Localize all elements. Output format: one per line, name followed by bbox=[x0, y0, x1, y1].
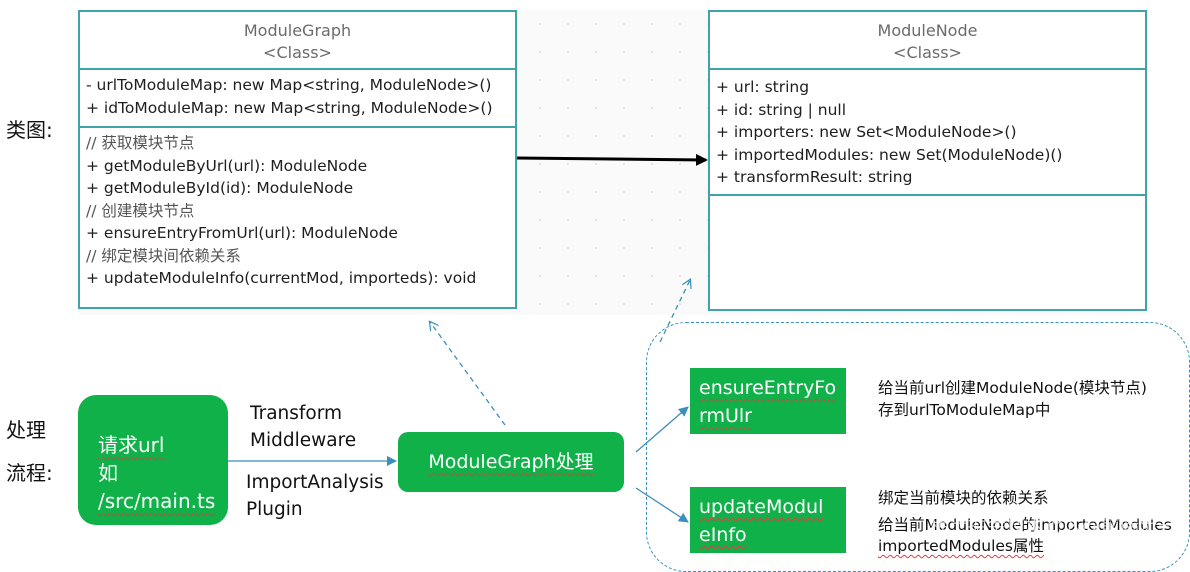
import-analysis-line2: Plugin bbox=[246, 499, 303, 520]
method-row: + ensureEntryFromUrl(url): ModuleNode bbox=[86, 224, 398, 242]
module-graph-header: ModuleGraph <Class> bbox=[80, 12, 515, 70]
comment-row: // 绑定模块间依赖关系 bbox=[86, 246, 241, 265]
module-graph-methods: // 获取模块节点 + getModuleByUrl(url): ModuleN… bbox=[80, 128, 515, 294]
module-node-header: ModuleNode <Class> bbox=[710, 12, 1145, 70]
field-row: + url: string bbox=[716, 78, 810, 96]
connectors bbox=[228, 153, 708, 523]
request-box[interactable]: 请求url 如 /src/main.ts bbox=[78, 395, 228, 525]
ensure-entry-line1: ensureEntryFo bbox=[699, 377, 837, 399]
ensure-entry-line2: rmUlr bbox=[699, 405, 752, 427]
module-node-fields: + url: string + id: string | null + impo… bbox=[710, 70, 1145, 196]
field-row: + id: string | null bbox=[716, 100, 847, 119]
method-row: + updateModuleInfo(currentMod, importeds… bbox=[86, 269, 477, 287]
ensure-entry-box[interactable]: ensureEntryFo rmUlr bbox=[690, 368, 846, 434]
ensure-note-line1: 给当前url创建ModuleNode(模块节点) bbox=[878, 379, 1147, 397]
module-graph-stereotype: <Class> bbox=[263, 43, 332, 62]
field-row: - urlToModuleMap: new Map<string, Module… bbox=[86, 76, 492, 94]
graph-to-update-arrow bbox=[635, 487, 689, 523]
module-graph-process-box[interactable]: ModuleGraph处理 bbox=[398, 432, 624, 492]
method-row: + getModuleByUrl(url): ModuleNode bbox=[86, 156, 368, 175]
module-node-stereotype: <Class> bbox=[893, 43, 962, 62]
update-module-info-box[interactable]: updateModul eInfo bbox=[690, 487, 846, 553]
request-line1: 请求url bbox=[98, 433, 165, 457]
update-module-line2: eInfo bbox=[699, 524, 747, 546]
ensure-note-line2: 存到urlToModuleMap中 bbox=[878, 401, 1051, 419]
request-line2: 如 bbox=[98, 461, 118, 485]
module-graph-class[interactable]: ModuleGraph <Class> - urlToModuleMap: ne… bbox=[78, 10, 517, 309]
field-row: + transformResult: string bbox=[716, 168, 913, 186]
method-row: + getModuleById(id): ModuleNode bbox=[86, 179, 354, 197]
comment-row: // 创建模块节点 bbox=[86, 201, 195, 220]
update-module-line1: updateModul bbox=[699, 496, 824, 518]
group-to-node-dashed-arrow bbox=[659, 280, 690, 343]
request-line3: /src/main.ts bbox=[98, 489, 216, 513]
graph-to-class-dashed-arrow bbox=[430, 322, 506, 426]
comment-row: // 获取模块节点 bbox=[86, 134, 195, 152]
transform-middleware-line1: Transform bbox=[250, 403, 343, 424]
update-note-line2: 给当前ModuleNode的importedModules bbox=[878, 516, 1172, 534]
module-graph-fields: - urlToModuleMap: new Map<string, Module… bbox=[80, 70, 515, 128]
field-row: + idToModuleMap: new Map<string, ModuleN… bbox=[86, 98, 493, 117]
module-graph-process-label: ModuleGraph处理 bbox=[428, 451, 594, 473]
module-graph-title: ModuleGraph bbox=[243, 21, 352, 40]
update-note-line3: importedModules属性 bbox=[878, 537, 1044, 555]
class-diagram-label: 类图: bbox=[6, 118, 53, 142]
association-arrow bbox=[516, 153, 708, 166]
watermark: 稀土掘金技术社区@前端流一 bbox=[930, 515, 1178, 537]
update-note-line1: 绑定当前模块的依赖关系 bbox=[878, 489, 1049, 507]
graph-to-ensure-arrow bbox=[635, 406, 689, 453]
field-row: + importers: new Set<ModuleNode>() bbox=[716, 123, 1017, 141]
transform-middleware-line2: Middleware bbox=[250, 430, 357, 451]
module-node-title: ModuleNode bbox=[877, 21, 978, 40]
field-row: + importedModules: new Set(ModuleNode)() bbox=[716, 145, 1063, 164]
process-label-line1: 处理 bbox=[6, 418, 46, 442]
import-analysis-line1: ImportAnalysis bbox=[246, 472, 384, 493]
process-label-line2: 流程: bbox=[6, 461, 53, 485]
module-node-class[interactable]: ModuleNode <Class> + url: string + id: s… bbox=[708, 10, 1147, 311]
